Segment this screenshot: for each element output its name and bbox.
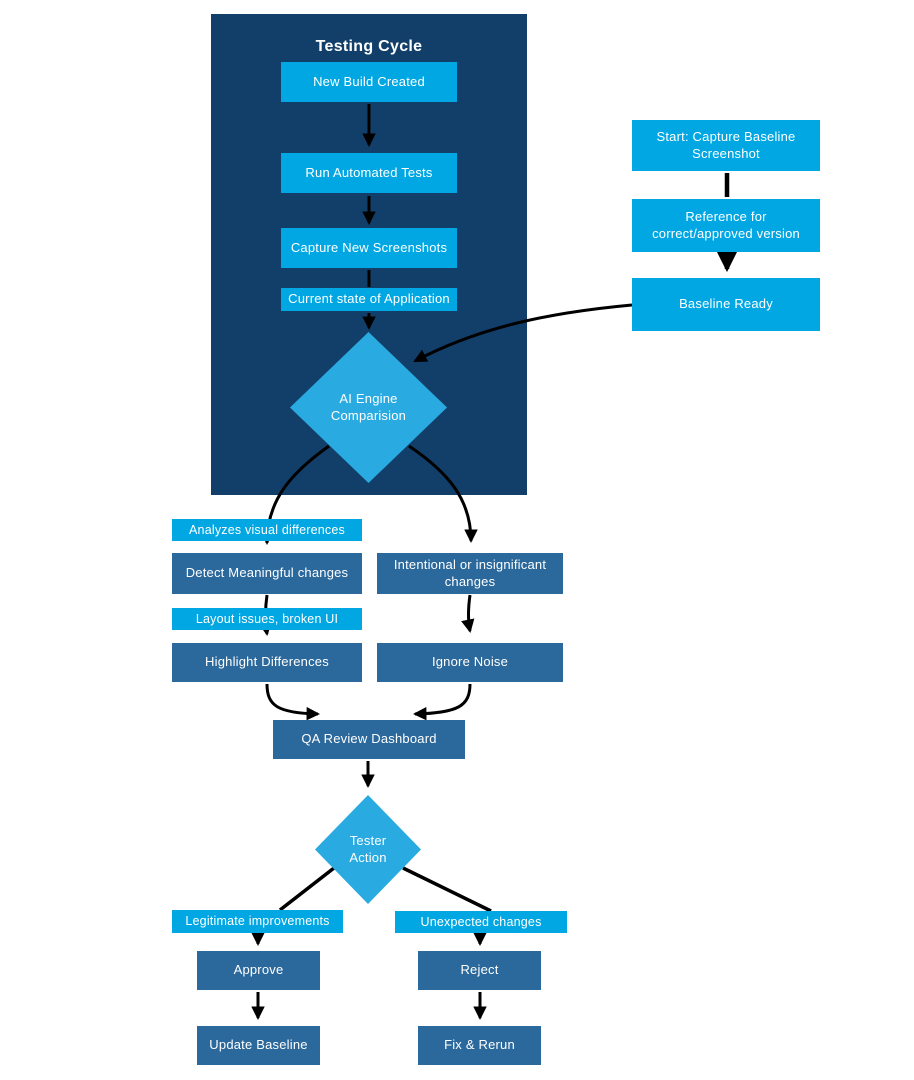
node-approve: Approve (197, 951, 320, 990)
line-testeraction-to-unexpected (402, 866, 492, 913)
label-analyzes-visual-differences: Analyzes visual differences (172, 519, 362, 541)
arrow-ignore-to-qa (412, 683, 472, 721)
node-baseline-ready: Baseline Ready (632, 278, 820, 331)
arrow-baselineready-to-aiengine (413, 303, 633, 363)
node-reject: Reject (418, 951, 541, 990)
arrow-intentional-to-ignore (461, 594, 475, 633)
label-unexpected-changes: Unexpected changes (395, 911, 567, 933)
node-ignore-noise: Ignore Noise (377, 643, 563, 682)
node-qa-review-dashboard: QA Review Dashboard (273, 720, 465, 759)
node-run-automated-tests: Run Automated Tests (281, 153, 457, 193)
label-layout-issues-broken-ui: Layout issues, broken UI (172, 608, 362, 630)
node-start-capture-baseline-screenshot: Start: Capture Baseline Screenshot (632, 120, 820, 171)
line-testeraction-to-legitimate (278, 866, 336, 912)
node-fix-and-rerun: Fix & Rerun (418, 1026, 541, 1065)
node-update-baseline: Update Baseline (197, 1026, 320, 1065)
node-new-build-created: New Build Created (281, 62, 457, 102)
node-detect-meaningful-changes: Detect Meaningful changes (172, 553, 362, 594)
node-capture-new-screenshots: Capture New Screenshots (281, 228, 457, 268)
arrow-aiengine-to-intentional (408, 444, 478, 544)
node-reference-for-approved-version: Reference for correct/approved version (632, 199, 820, 252)
node-intentional-or-insignificant-changes: Intentional or insignificant changes (377, 553, 563, 594)
arrow-highlight-to-qa (265, 683, 321, 721)
label-current-state-of-application: Current state of Application (281, 288, 457, 311)
node-highlight-differences: Highlight Differences (172, 643, 362, 682)
panel-title: Testing Cycle (315, 38, 423, 55)
label-legitimate-improvements: Legitimate improvements (172, 910, 343, 933)
